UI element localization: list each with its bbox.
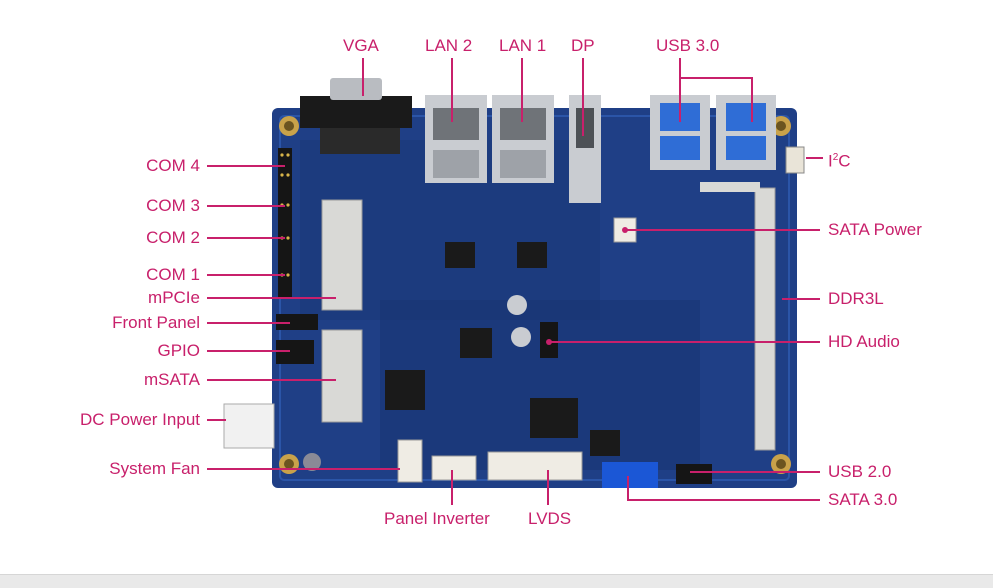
com-headers (278, 148, 292, 298)
mpcie-slot (321, 199, 363, 311)
label-usb20: USB 2.0 (828, 462, 892, 481)
chip (530, 398, 578, 438)
msata-slot (321, 329, 363, 423)
label-lvds: LVDS (528, 509, 572, 528)
standoff (511, 327, 531, 347)
chip (460, 328, 492, 358)
label-front-panel: Front Panel (112, 313, 200, 332)
label-com3: COM 3 (146, 196, 200, 215)
label-com1: COM 1 (146, 265, 200, 284)
label-lan2: LAN 2 (425, 36, 473, 55)
label-com4: COM 4 (146, 156, 200, 175)
label-com2: COM 2 (146, 228, 200, 247)
chip (517, 242, 547, 268)
mounting-hole (279, 454, 299, 474)
label-hd-audio: HD Audio (828, 332, 900, 351)
lan2-port (425, 95, 487, 183)
dp-port (569, 95, 601, 203)
front-panel-header (276, 314, 318, 330)
mounting-hole (771, 454, 791, 474)
lvds-connector (487, 451, 583, 481)
chip (445, 242, 475, 268)
vga-connector (300, 78, 412, 154)
standoff (507, 295, 527, 315)
label-mpcie: mPCIe (148, 288, 200, 307)
label-msata: mSATA (143, 370, 200, 389)
panel-inverter-connector (431, 455, 477, 481)
label-usb30: USB 3.0 (656, 36, 720, 55)
label-dc-power: DC Power Input (80, 410, 200, 429)
ddr3l-slot (754, 187, 776, 451)
i2c-header (785, 146, 805, 174)
chip (385, 370, 425, 410)
label-lan1: LAN 1 (499, 36, 547, 55)
usb20-header (676, 464, 712, 484)
label-sata30: SATA 3.0 (828, 490, 898, 509)
chip (590, 430, 620, 456)
dc-power-connector (223, 403, 275, 449)
label-panel-inverter: Panel Inverter (384, 509, 490, 528)
label-vga: VGA (343, 36, 379, 55)
mounting-hole (279, 116, 299, 136)
system-fan-header (397, 439, 423, 483)
label-i2c: I2C (828, 151, 851, 171)
label-sata-power: SATA Power (828, 220, 922, 239)
usb30-port (716, 95, 776, 170)
sata30-connector (602, 462, 658, 488)
callout-lines (207, 58, 823, 505)
label-gpio: GPIO (157, 341, 200, 360)
label-system-fan: System Fan (109, 459, 200, 478)
bottom-divider (0, 574, 993, 588)
label-dp: DP (571, 36, 595, 55)
capacitor (303, 453, 321, 471)
label-ddr3l: DDR3L (828, 289, 884, 308)
